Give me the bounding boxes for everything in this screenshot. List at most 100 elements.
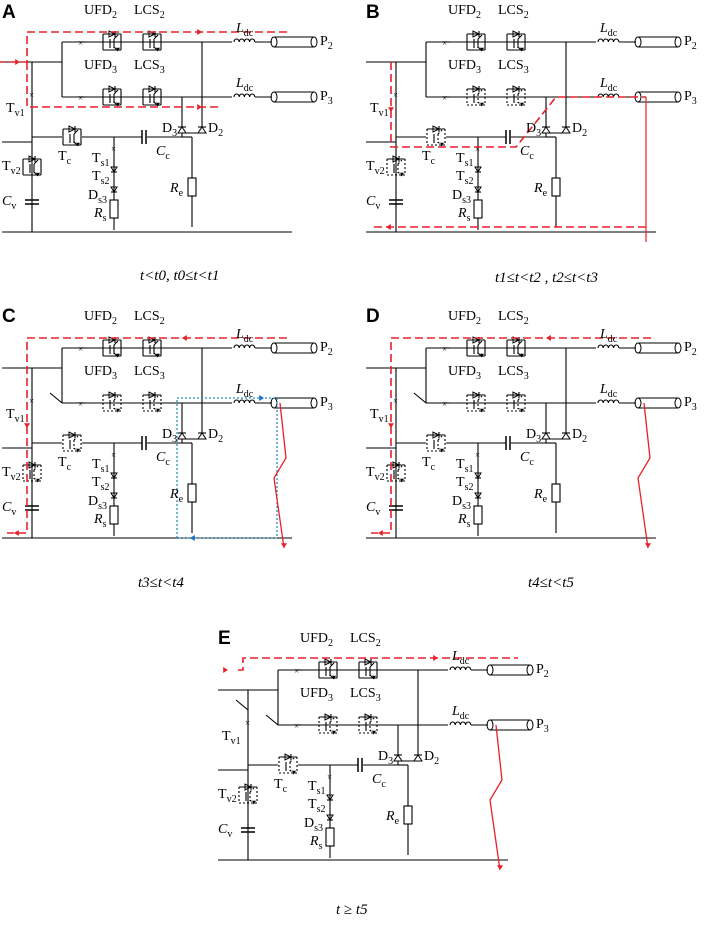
label-re: Re	[386, 809, 400, 827]
label-re: Re	[534, 181, 548, 199]
label-rs: Rs	[94, 512, 107, 530]
label-lcs3: LCS3	[498, 58, 529, 76]
label-ds3: Ds3	[452, 494, 472, 512]
label-tv1: Tv1	[6, 407, 25, 425]
label-d3: D3	[162, 427, 178, 445]
igbt-emitter-icon	[116, 408, 120, 412]
cable-end	[634, 397, 642, 409]
ufd2-contact: ×	[78, 38, 83, 48]
cable-p3	[270, 397, 318, 409]
diode-icon	[28, 155, 37, 163]
diode-icon	[324, 658, 333, 666]
circuit-panel-e: ××××	[218, 655, 534, 871]
label-lcs2: LCS2	[350, 631, 381, 649]
panel-caption-e: t ≥ t5	[336, 902, 368, 918]
current-arrow-icon	[24, 423, 30, 428]
label-p2: P2	[320, 34, 333, 52]
label-d2: D2	[572, 121, 588, 139]
cable-end	[310, 397, 318, 409]
capacitor-cv	[25, 199, 39, 205]
panel-caption-d: t4≤t<t5	[528, 575, 574, 591]
diode-icon	[561, 432, 571, 440]
label-ts2: Ts2	[456, 475, 474, 493]
label-cc: Cc	[156, 144, 170, 162]
diode-icon	[364, 713, 373, 721]
igbt-emitter-icon	[156, 102, 160, 106]
label-ldc-top: Ldc	[452, 649, 470, 667]
ufd3-contact: ×	[442, 399, 447, 409]
label-tv2: Tv2	[2, 159, 21, 177]
label-rs: Rs	[310, 834, 323, 852]
inductor-coil	[449, 721, 472, 726]
resistor-rs	[325, 827, 335, 847]
current-arrow-icon	[15, 59, 20, 65]
igbt-emitter-icon	[520, 408, 524, 412]
diode-icon	[472, 85, 481, 93]
diode-icon	[110, 472, 118, 479]
label-re: Re	[534, 487, 548, 505]
igbt-emitter-icon	[520, 102, 524, 106]
label-ts1: Ts1	[456, 151, 474, 169]
ufd3-igbt	[466, 391, 486, 413]
diode-icon	[512, 391, 521, 399]
label-lcs2: LCS2	[498, 3, 529, 21]
diode-d3	[393, 754, 403, 762]
cable-end	[674, 36, 682, 48]
diode-d2	[561, 432, 571, 440]
diode-icon	[148, 391, 157, 399]
lcs2-igbt	[142, 336, 162, 358]
label-ldc-bottom: Ldc	[452, 704, 470, 722]
label-tc: Tc	[274, 777, 288, 795]
diode-icon	[197, 432, 207, 440]
inductor-ldc-top	[449, 666, 472, 671]
label-tv1: Tv1	[222, 729, 241, 747]
ufd2-igbt	[102, 336, 122, 358]
diode-icon	[177, 126, 187, 134]
tc-igbt	[426, 431, 446, 453]
ufd3-contact: ×	[294, 721, 299, 731]
diode-icon	[364, 658, 373, 666]
igbt-emitter-icon	[332, 730, 336, 734]
diode-icon	[541, 432, 551, 440]
lcs2-igbt	[506, 336, 526, 358]
label-d3: D3	[526, 121, 542, 139]
label-d3: D3	[526, 427, 542, 445]
current-arrow-icon	[197, 29, 202, 35]
label-ufd2: UFD2	[300, 631, 334, 649]
label-tc: Tc	[58, 455, 72, 473]
label-p3: P3	[684, 89, 697, 107]
diode-d3	[541, 432, 551, 440]
label-ts2: Ts2	[92, 169, 110, 187]
inductor-coil	[233, 93, 256, 98]
label-lcs2: LCS2	[134, 3, 165, 21]
label-tc: Tc	[422, 455, 436, 473]
label-d2: D2	[208, 121, 224, 139]
diode-icon	[413, 754, 423, 762]
lcs3-igbt	[506, 391, 526, 413]
inductor-ldc-bottom	[597, 399, 620, 404]
ufd3-contact: ×	[78, 399, 83, 409]
label-lcs3: LCS3	[350, 686, 381, 704]
lcs2-igbt	[506, 30, 526, 52]
cable-p3	[270, 91, 318, 103]
diode-icon	[392, 461, 401, 469]
cable-end	[310, 36, 318, 48]
igbt-emitter-icon	[156, 47, 160, 51]
freewheel-loop	[176, 397, 278, 539]
tv1-contact: ×	[393, 396, 398, 406]
diode-icon	[108, 85, 117, 93]
label-ts1: Ts1	[456, 457, 474, 475]
diode-ds3	[110, 186, 118, 193]
resistor-re	[551, 177, 561, 197]
igbt-emitter-icon	[116, 102, 120, 106]
diode-icon	[177, 432, 187, 440]
label-ufd2: UFD2	[448, 3, 482, 21]
label-ts2: Ts2	[92, 475, 110, 493]
diode-ts2	[474, 472, 482, 479]
cable-end	[486, 719, 494, 731]
current-arrow-icon	[433, 655, 438, 661]
igbt-emitter-icon	[292, 770, 296, 774]
cable-p3	[634, 91, 682, 103]
lcs3-igbt	[142, 391, 162, 413]
